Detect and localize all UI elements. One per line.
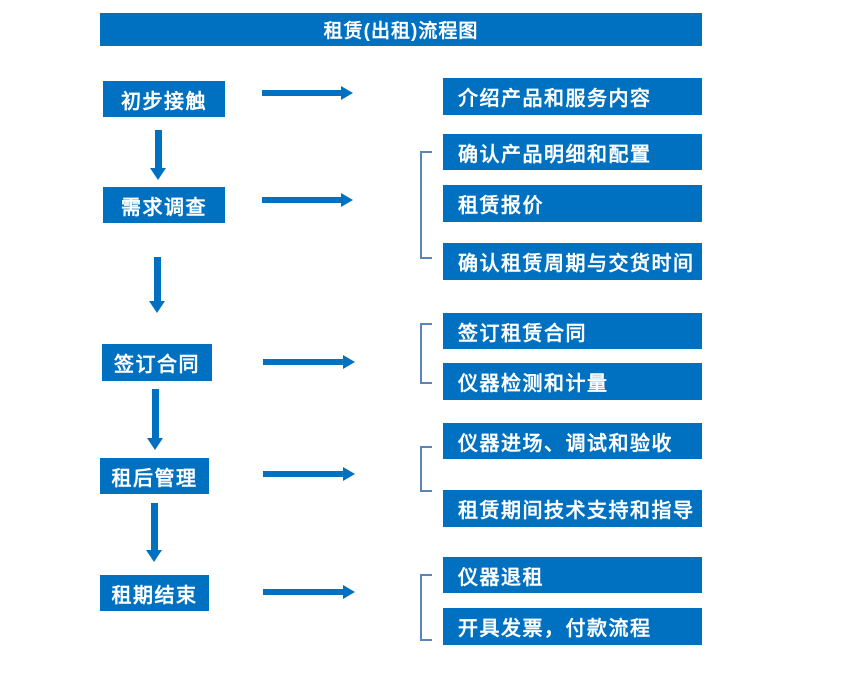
right-arrow-icon xyxy=(262,85,353,100)
group-bracket xyxy=(420,151,432,259)
down-arrow-icon xyxy=(150,130,166,180)
detail-box: 确认产品明细和配置 xyxy=(443,134,702,170)
down-arrow-icon xyxy=(146,503,162,562)
detail-box: 开具发票，付款流程 xyxy=(443,608,702,645)
right-arrow-icon xyxy=(262,192,353,207)
group-bracket xyxy=(420,574,432,641)
detail-box: 签订租赁合同 xyxy=(443,313,702,349)
down-arrow-icon xyxy=(149,257,165,313)
right-arrow-icon xyxy=(263,354,355,369)
step-box-lease-end: 租期结束 xyxy=(100,575,209,611)
detail-box: 租赁期间技术支持和指导 xyxy=(443,490,702,527)
right-arrow-icon xyxy=(263,466,355,481)
down-arrow-icon xyxy=(147,389,163,450)
detail-box: 租赁报价 xyxy=(443,185,702,222)
page-title: 租赁(出租)流程图 xyxy=(323,21,479,42)
group-bracket xyxy=(420,323,432,384)
step-box-post-rental-management: 租后管理 xyxy=(100,458,209,494)
detail-box: 确认租赁周期与交货时间 xyxy=(443,243,702,280)
detail-box: 仪器检测和计量 xyxy=(443,363,702,400)
detail-box: 仪器退租 xyxy=(443,557,702,593)
title-banner: 租赁(出租)流程图 xyxy=(100,13,702,46)
step-box-sign-contract: 签订合同 xyxy=(102,344,212,381)
group-bracket xyxy=(420,446,432,492)
step-box-demand-survey: 需求调查 xyxy=(103,187,225,223)
detail-box: 介绍产品和服务内容 xyxy=(443,78,702,115)
step-box-initial-contact: 初步接触 xyxy=(103,81,225,117)
detail-box: 仪器进场、调试和验收 xyxy=(443,423,702,459)
right-arrow-icon xyxy=(263,584,355,599)
